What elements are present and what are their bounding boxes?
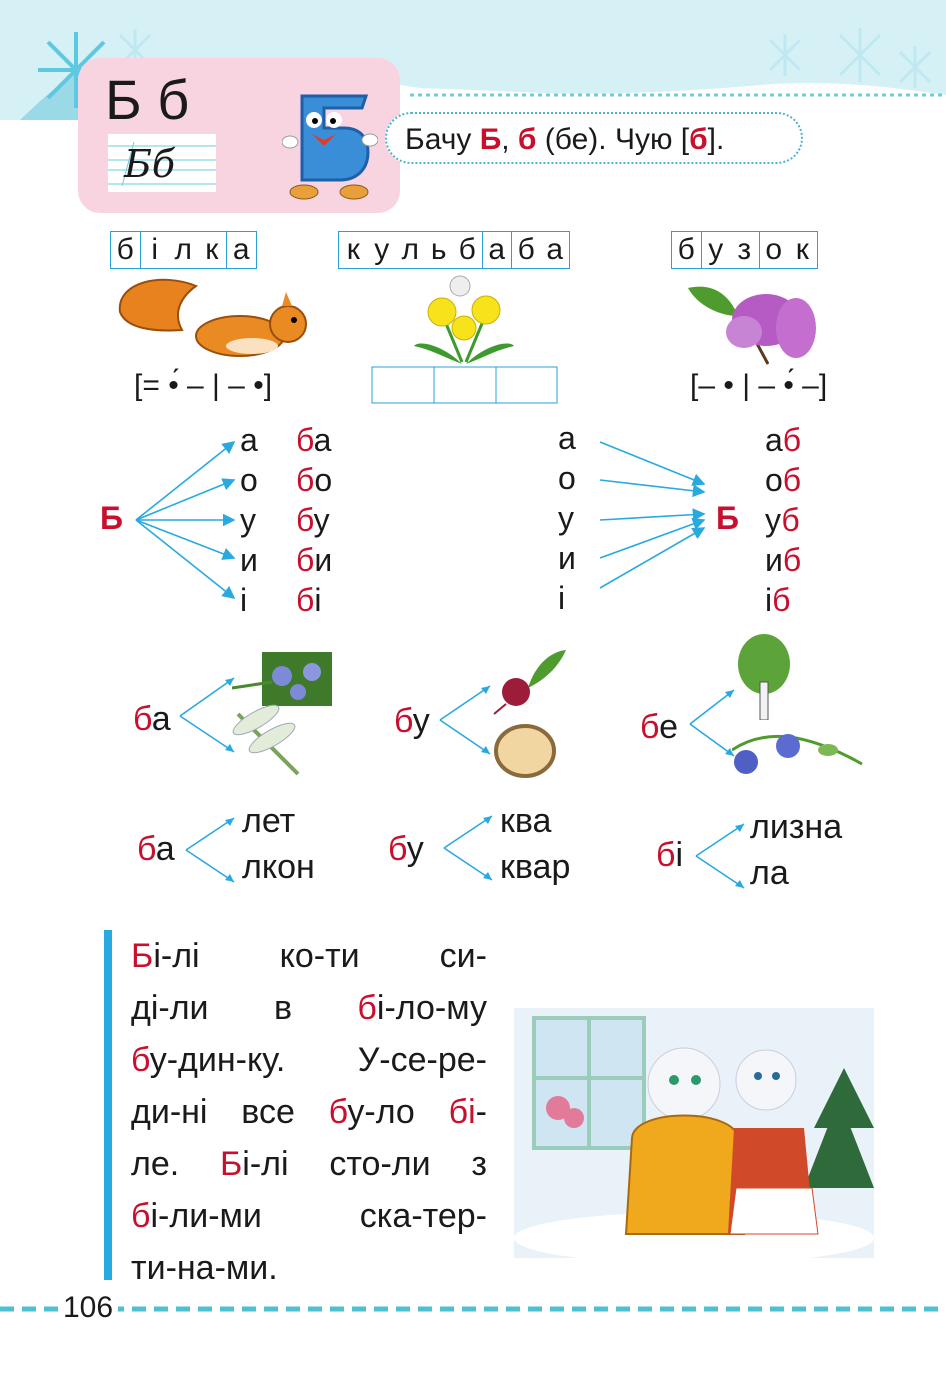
reading-marker-bar [104,930,112,1280]
letter-cell: б [517,233,535,266]
letter-title: Б б [105,68,190,131]
handwriting-letters: Бб [124,142,176,186]
letter-cell: а [546,233,564,266]
tambourine-illustration [494,724,556,778]
syllable-ba-picture: ба [133,700,171,738]
reading-passage: Бі-лі ко-ти си- ді-ли в бі-ло-му бу-дин-… [131,930,487,1294]
branch-arrows [439,685,491,755]
syllable: об [765,462,802,498]
syllable: бу [296,502,330,538]
syllable-be-picture: бе [640,708,679,746]
page-number: 106 [58,1284,118,1332]
syllable: аб [765,422,802,458]
handwriting-lines: Бб [108,134,216,192]
syllable: уб [765,502,800,538]
branch-arrows [443,815,493,881]
letter-cell: к [795,233,809,266]
dragonfly-illustration [232,704,300,776]
word-ending: лкон [242,848,315,886]
word-grid-squirrel: б і л к а [110,231,257,269]
syllable: би [296,542,333,578]
syllable: бо [296,462,333,498]
syllable-column-left: ба бо бу би бі [296,420,332,620]
letter-cell: б [111,232,141,268]
vowel: і [558,580,566,616]
letter-cell: з [730,232,760,268]
vowel-column-right: а о у и і [558,418,576,618]
vowel: у [558,500,574,536]
vowel: о [558,460,576,496]
squirrel-illustration [118,278,307,357]
footer-dashed-line [0,1306,946,1312]
sound-scheme-lilac: [– • | – •́ –] [690,369,828,402]
vowel: а [240,422,258,458]
letter-cell: і [151,233,159,266]
snowflake-icon [898,46,932,88]
hub-letter-left: Б [100,500,123,536]
vowel: а [558,420,576,456]
word-ending: ква [500,802,552,840]
word-ending: лет [242,802,296,840]
letter-sound-statement: Бачу Б, б (бе). Чую [б]. [385,112,803,164]
vowel: о [240,462,258,498]
birch-illustration [738,634,790,720]
letter-cell: б [453,232,483,268]
letter-cell: л [174,233,192,266]
letter-cell: ь [430,233,447,266]
word-grid-dandelion: к у л ь б а б а [338,231,570,269]
periwinkle-illustration [232,652,332,706]
letter-cell: к [198,232,227,268]
word-grid-lilac: б у з о к [671,231,818,269]
hub-letter-right: Б [716,500,739,536]
beet-illustration [493,650,566,715]
letter-cell: у [708,233,724,266]
syllable-ba-words: ба [137,830,175,868]
sound-scheme-squirrel: [= •́ – | – •] [134,369,273,402]
reading-line: бу-дин-ку. У-се-ре- [131,1041,487,1079]
reading-line: ди-ні все бу-ло бі- [131,1093,487,1131]
syllable: бі [296,582,322,618]
letter-cell: а [483,232,512,268]
letter-cell: о [765,233,783,266]
branch-arrows [179,677,235,753]
syllable-bu-picture: бу [394,702,430,740]
syllable: иб [765,542,802,578]
branch-arrows [695,823,745,889]
bindweed-illustration [732,734,863,774]
syllable: ба [296,422,332,458]
letter-cell: у [374,233,390,266]
branch-arrows [689,689,735,757]
fan-arrows-left [135,441,236,599]
reading-line: ді-ли в бі-ло-му [131,989,487,1027]
syllable-bu-words: бу [388,830,424,868]
vowel: і [240,582,248,618]
syllable-bi-words: бі [656,836,684,874]
vowel: и [558,540,576,576]
reading-line: ти-на-ми. [131,1249,278,1287]
snowflake-icon [768,34,802,76]
lilac-illustration [688,286,816,365]
cats-illustration [514,1008,874,1258]
letter-cell: а [232,233,250,266]
vowel: у [240,502,256,538]
letter-cell: к [346,233,360,266]
vowel-column-left: а о у и і [240,420,258,620]
snowflake-icon [838,28,882,82]
reading-line: бі-ли-ми ска-тер- [131,1197,487,1235]
letter-mascot-illustration [282,94,378,200]
word-ending: лизна [750,808,843,846]
word-ending: квар [500,848,571,886]
letter-cell: л [401,233,419,266]
fan-arrows-right [599,441,706,589]
word-ending: ла [750,854,789,892]
reading-line: ле. Бі-лі сто-ли з [131,1145,487,1183]
syllable-column-right: аб об уб иб іб [765,420,801,620]
reading-line: Бі-лі ко-ти си- [131,937,487,975]
syllable: іб [765,582,791,618]
letter-cell: б [672,232,702,268]
branch-arrows [185,817,235,883]
dandelion-illustration [414,275,514,364]
vowel: и [240,542,258,578]
sound-scheme-dandelion-blank [371,366,558,404]
